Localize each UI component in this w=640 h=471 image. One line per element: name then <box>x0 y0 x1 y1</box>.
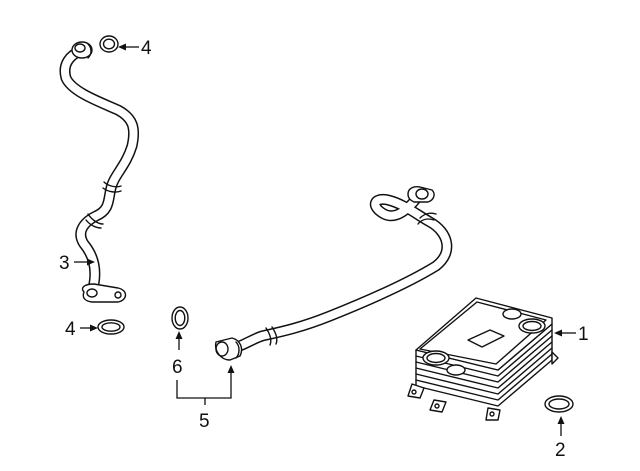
o-ring-bottom <box>97 319 125 335</box>
cooler-seal <box>544 395 574 413</box>
leader-6 <box>175 331 183 350</box>
leader-4-top <box>118 43 139 51</box>
oil-line-left <box>59 41 140 303</box>
leader-5-bracket <box>176 365 235 405</box>
o-ring-top <box>99 35 119 53</box>
callout-2: 2 <box>555 440 566 461</box>
leader-1 <box>554 329 576 337</box>
callout-1: 1 <box>578 324 589 345</box>
leader-2 <box>557 416 565 436</box>
callout-6: 6 <box>172 357 183 378</box>
callout-5: 5 <box>199 411 210 432</box>
leader-4-bottom <box>80 324 98 332</box>
leader-3 <box>74 258 95 266</box>
o-ring-6 <box>171 306 189 330</box>
callout-4-bottom: 4 <box>65 319 76 340</box>
callout-4-top: 4 <box>141 38 152 59</box>
callout-3: 3 <box>59 253 70 274</box>
oil-cooler <box>407 297 559 421</box>
oil-line-right <box>214 186 453 361</box>
